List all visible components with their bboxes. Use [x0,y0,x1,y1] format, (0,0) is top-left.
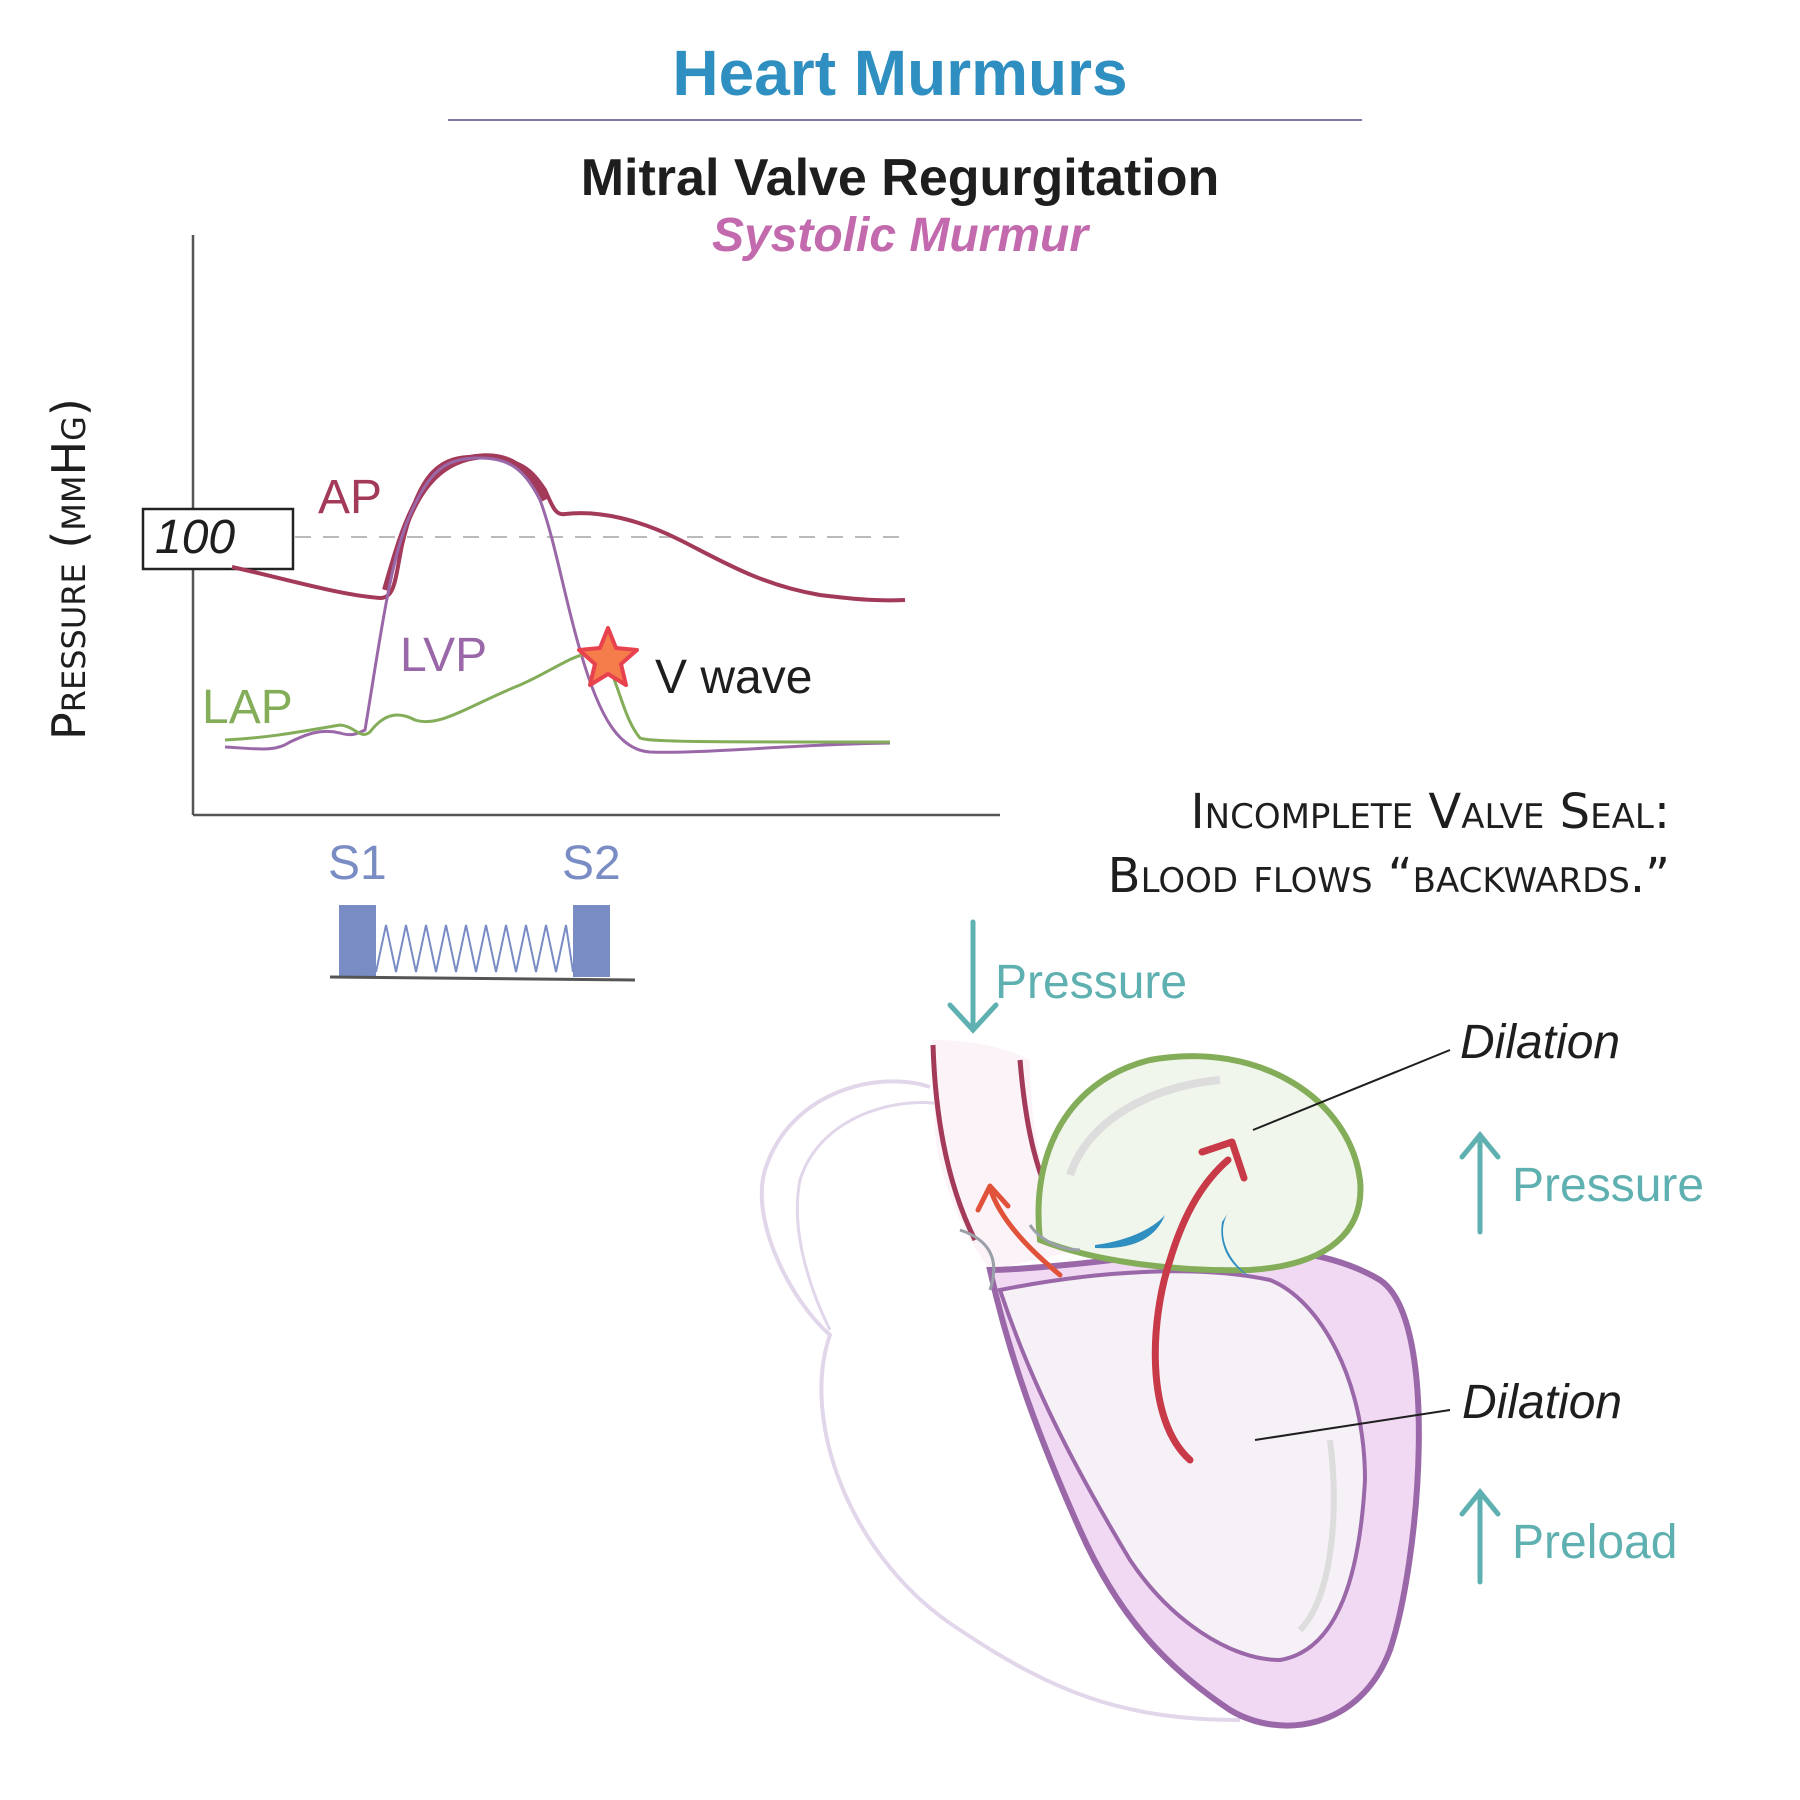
murmur-type: Systolic Murmur [711,209,1089,262]
page-title: Heart Murmurs [672,37,1128,109]
ventricle-cavity [997,1269,1368,1663]
s2-label: S2 [562,837,621,890]
s1-bar [339,905,376,977]
lvp-label: LVP [400,629,488,682]
regurgitation-arrow [1151,1156,1232,1464]
aortic-valve-right [1028,1224,1081,1252]
outflow-arrow [987,1185,1063,1278]
regurgitation-arrowhead [1198,1138,1248,1182]
ventricle-dilation-label: Dilation [1462,1376,1623,1429]
aortic-valve-left [959,1228,996,1291]
strip-baseline [329,975,636,982]
lap-label: LAP [202,681,293,734]
preload-label: Preload [1512,1516,1678,1569]
heart-sound-strip [329,905,636,982]
lap-curve [224,651,891,744]
atrium-dilation-leader [1252,1049,1451,1131]
reference-box [141,507,295,571]
ap-curve [231,454,906,603]
y-axis-label: Pressure (mmHg) [42,398,96,740]
ventricle-dilation-leader [1254,1409,1451,1441]
mitral-leaflet-left [1095,1215,1165,1249]
left-pressure-label: Pressure [1512,1159,1705,1212]
right-heart-outline [759,1079,1241,1722]
murmur-zigzag [375,924,574,973]
v-wave-star [577,626,639,687]
caption-line-2: Blood flows “backwards.” [1107,848,1670,904]
lvp-curve [224,456,891,754]
ap-peak [382,453,548,591]
pressure-graph [141,235,1000,982]
s1-label: S1 [328,837,387,890]
pressure-up-arrow [1459,1131,1501,1235]
caption-line-1: Incomplete Valve Seal: [1190,784,1671,840]
reference-value: 100 [155,511,236,564]
pressure-down-arrow [947,919,999,1034]
atrium-pressure-label: Pressure [995,956,1188,1009]
left-atrium [1035,1053,1364,1274]
ap-label: AP [318,471,383,524]
s2-bar [573,905,610,977]
outflow-arrowhead [975,1183,1011,1213]
v-wave-label: V wave [655,651,813,704]
aorta-wall-left [930,1044,978,1242]
preload-up-arrow [1459,1488,1501,1585]
diagram-subtitle: Mitral Valve Regurgitation [580,149,1220,207]
atrium-dilation-label: Dilation [1460,1016,1621,1069]
heart-illustration [759,919,1501,1729]
